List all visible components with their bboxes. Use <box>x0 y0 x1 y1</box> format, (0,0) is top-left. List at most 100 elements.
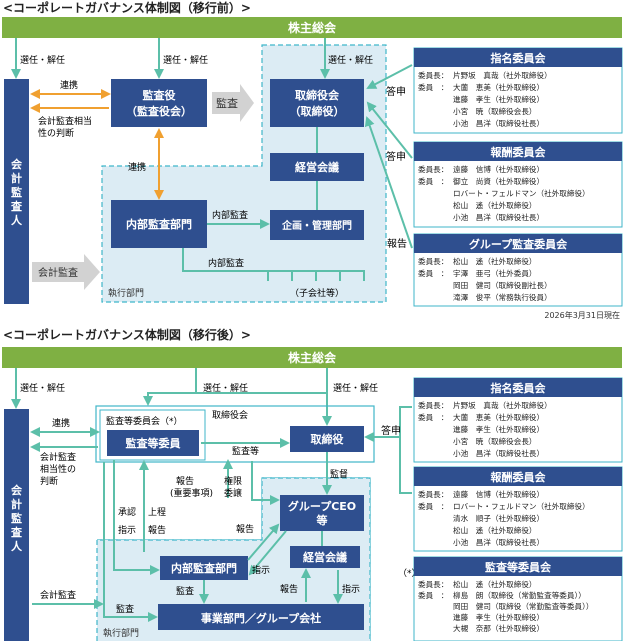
after-naibu-box <box>160 556 248 580</box>
after-kaikei-kansa-label: 会計監査 <box>40 589 76 601</box>
svg-text:御立 尚資（社外取締役）: 御立 尚資（社外取締役） <box>453 176 544 186</box>
before-external-auditor-label: 会計監査人 <box>11 157 23 227</box>
before-committee-3-title: グループ監査委員会 <box>469 237 568 251</box>
svg-text:委員 ：: 委員 ： <box>418 412 448 422</box>
after-kansato-iin-box <box>107 430 199 456</box>
after-kansa2-label: 監査 <box>116 603 134 615</box>
before-renkei-label: 連携 <box>60 79 78 91</box>
before-shareholders-label: 株主総会 <box>288 20 337 35</box>
after-board-box <box>290 426 364 452</box>
before-kaikei-kansa-arrow <box>32 254 100 290</box>
after-heading: <コーポレートガバナンス体制図（移行後）> <box>3 327 251 342</box>
after-elect-label-3: 選任・解任 <box>333 382 378 394</box>
after-committee-2-members: 委員長：遠藤 信博（社外取締役） 委員 ：ロバート・フェルドマン（社外取締役） … <box>418 489 590 547</box>
svg-text:進藤 孝生（社外取締役）: 進藤 孝生（社外取締役） <box>453 424 544 434</box>
svg-text:委員長：: 委員長： <box>418 489 448 499</box>
svg-text:滝澤 俊平（常務執行役員）: 滝澤 俊平（常務執行役員） <box>453 292 552 302</box>
svg-text:小宮 暁（取締役会長）: 小宮 暁（取締役会長） <box>453 106 537 116</box>
before-kansayaku-label: 監査役（監査役会） <box>126 88 192 118</box>
svg-text:松山 遙（社外取締役）: 松山 遙（社外取締役） <box>453 256 537 266</box>
after-shonin-label: 承認指示 <box>118 506 136 536</box>
after-shareholders-bar <box>2 347 622 368</box>
after-fit-label: 会計監査相当性の判断 <box>40 451 76 487</box>
before-toshin-arrow-2 <box>366 101 413 159</box>
before-committee-1-header <box>414 48 622 67</box>
before-hokoku-arrow <box>364 116 413 249</box>
svg-text:委員 ：: 委員 ： <box>418 82 448 92</box>
after-kansa1-label: 監査 <box>176 585 194 597</box>
before-naibu-label: 内部監査部門 <box>126 217 192 231</box>
svg-text:小池 昌洋（取締役社長）: 小池 昌洋（取締役社長） <box>453 212 544 222</box>
svg-text:進藤 孝生（社外取締役）: 進藤 孝生（社外取締役） <box>453 94 544 104</box>
before-committee-1-members: 委員長：片野坂 真哉（社外取締役） 委員 ：大薗 恵美（社外取締役） 進藤 孝生… <box>418 70 552 128</box>
svg-text:柳島 朗（取締役（常勤監査等委員））: 柳島 朗（取締役（常勤監査等委員）） <box>453 590 586 600</box>
after-external-auditor-label: 会計監査人 <box>11 483 23 553</box>
after-committee-1-title: 指名委員会 <box>491 381 547 395</box>
before-board-label: 取締役会（取締役） <box>290 88 345 118</box>
before-committee-2-header <box>414 142 622 161</box>
svg-text:進藤 孝生（社外取締役）: 進藤 孝生（社外取締役） <box>453 612 544 622</box>
before-kikaku-box <box>270 210 364 240</box>
svg-text:岡田 健司（取締役副社長）: 岡田 健司（取締役副社長） <box>453 280 552 290</box>
svg-text:委員長：: 委員長： <box>418 579 448 589</box>
before-naibu-box <box>111 200 207 248</box>
after-committee-3-members: 委員長：松山 遙（社外取締役） 委員 ：柳島 朗（取締役（常勤監査等委員）） 岡… <box>418 579 593 633</box>
after-committee-bracket <box>399 406 412 494</box>
svg-text:片野坂 真哉（社外取締役）: 片野坂 真哉（社外取締役） <box>453 400 552 410</box>
before-toshin-label-1: 答申 <box>386 85 406 98</box>
after-hokoku2-label: 報告 <box>236 523 254 535</box>
svg-text:委員長：: 委員長： <box>418 256 448 266</box>
svg-text:岡田 健司（取締役（常勤監査等委員））: 岡田 健司（取締役（常勤監査等委員）） <box>453 601 593 611</box>
before-board-box <box>270 79 364 127</box>
before-toshin-arrow-1 <box>366 64 413 89</box>
after-kansa2-arrow <box>103 462 158 622</box>
before-toshin-label-2: 答申 <box>386 150 406 163</box>
svg-text:遠藤 信博（社外取締役）: 遠藤 信博（社外取締役） <box>453 489 544 499</box>
after-committee-3-header <box>414 557 622 576</box>
after-board-outer-label: 取締役会 <box>212 409 248 421</box>
before-external-auditor <box>4 79 29 304</box>
before-committee-3-members: 委員長：松山 遙（社外取締役） 委員 ：宇澤 亜弓（社外委員） 岡田 健司（取締… <box>418 256 552 302</box>
before-date: 2026年3月31日現在 <box>544 310 620 320</box>
after-hokoku2-arrow <box>247 523 280 561</box>
before-kikaku-label: 企画・管理部門 <box>281 219 352 232</box>
after-group-ceo-box <box>280 495 364 531</box>
after-exec-region-outline <box>96 477 371 641</box>
before-kansayaku-box <box>111 79 207 127</box>
after-keiei-box <box>290 546 360 568</box>
before-keiei-label: 経営会議 <box>295 160 339 174</box>
svg-text:委員 ：: 委員 ： <box>418 176 448 186</box>
after-shiji1-arrow <box>248 530 287 576</box>
before-renkei-vertical-label: 連携 <box>128 161 146 173</box>
before-committee-3-header <box>414 234 622 253</box>
before-exec-dept-label: 執行部門 <box>108 287 144 299</box>
before-subsidiaries-label: （子会社等） <box>290 287 344 299</box>
after-kansato-iinkai-label: 監査等委員会（*） <box>106 415 183 427</box>
after-exec-dept-label: 執行部門 <box>103 627 139 639</box>
after-jigyo-box <box>158 604 364 630</box>
after-kengen-arrow <box>251 461 280 505</box>
svg-text:委員 ：: 委員 ： <box>418 268 448 278</box>
after-jigyo-label: 事業部門／グループ会社 <box>201 611 321 625</box>
before-naibu-kansa-label-2: 内部監査 <box>208 257 244 269</box>
after-elect-label-2: 選任・解任 <box>203 382 248 394</box>
before-shareholders-bar <box>2 17 622 38</box>
svg-text:委員 ：: 委員 ： <box>418 501 448 511</box>
after-kansato-iin-label: 監査等委員 <box>126 436 181 450</box>
after-naibu-label: 内部監査部門 <box>171 561 237 575</box>
before-elect-label-2: 選任・解任 <box>163 54 208 66</box>
after-renkei-label: 連携 <box>52 417 70 429</box>
after-committee-3-title: 監査等委員会 <box>485 560 552 574</box>
svg-text:委員長：: 委員長： <box>418 70 448 80</box>
svg-text:大薗 恵美（社外取締役）: 大薗 恵美（社外取締役） <box>453 412 544 422</box>
before-naibu-sub-line <box>182 248 365 272</box>
before-committee-2-title: 報酬委員会 <box>491 145 547 159</box>
before-heading: <コーポレートガバナンス体制図（移行前）> <box>3 0 251 15</box>
after-star-label: （*） <box>398 568 421 579</box>
after-kantoku-label: 監督 <box>330 468 348 480</box>
svg-text:小池 昌洋（取締役社長）: 小池 昌洋（取締役社長） <box>453 448 544 458</box>
after-hokoku3-label: 報告 <box>280 583 298 595</box>
before-committee-1-title: 指名委員会 <box>491 51 547 65</box>
before-elect-label-1: 選任・解任 <box>20 54 65 66</box>
